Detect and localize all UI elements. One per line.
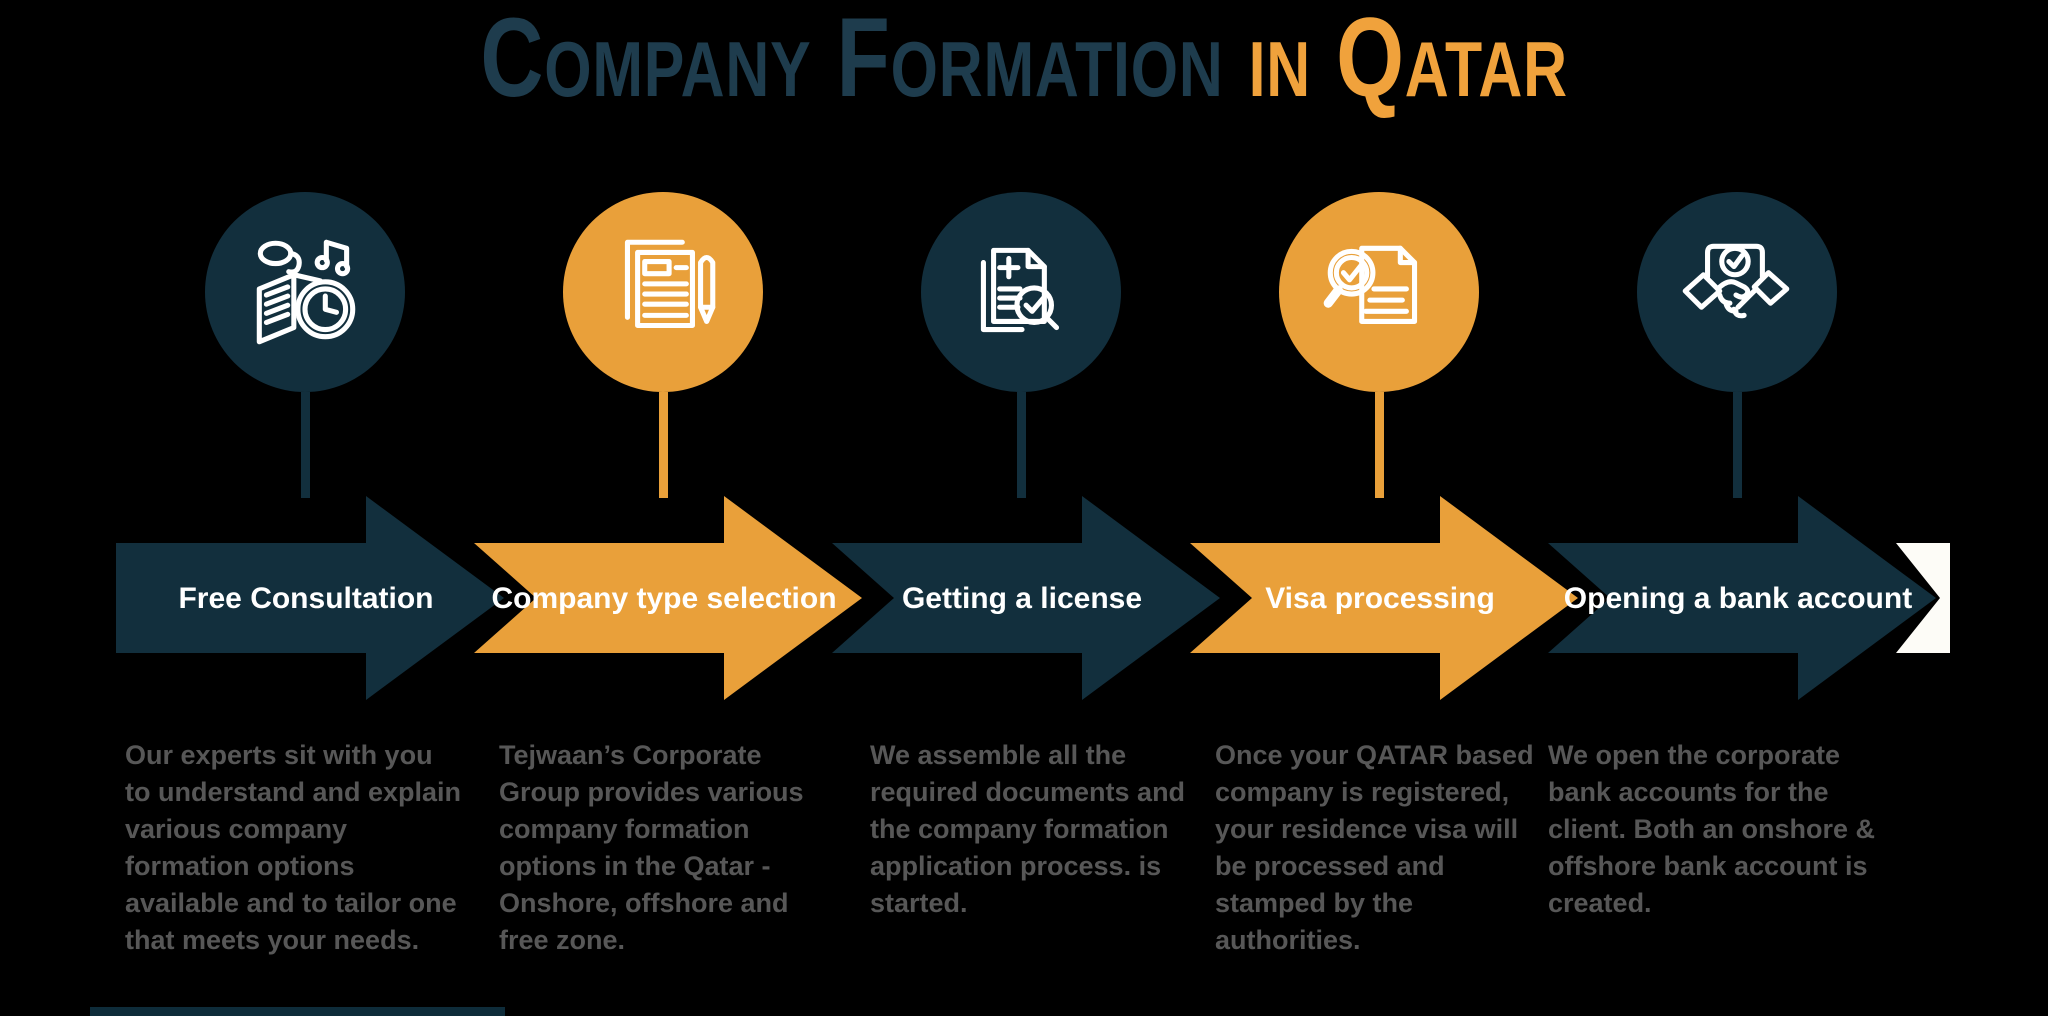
step-item-5: Opening a bank account We open the corpo… <box>1548 0 1936 1016</box>
step-item-4: Visa processing Once your QATAR based co… <box>1190 0 1578 1016</box>
step-arrow <box>116 496 504 700</box>
step-icon-circle <box>1279 192 1479 392</box>
step-icon-circle <box>563 192 763 392</box>
step-arrow-label: Opening a bank account <box>1563 581 1913 615</box>
page-title: Company Formation in Qatar <box>0 2 2048 114</box>
step-icon-circle <box>921 192 1121 392</box>
step-description: Our experts sit with you to understand a… <box>125 740 462 955</box>
document-pencil-icon <box>597 226 729 358</box>
connector-line <box>1375 392 1384 498</box>
title-main: Company Formation <box>480 0 1249 120</box>
step-item-2: Company type selection Tejwaan’s Corpora… <box>474 0 862 1016</box>
step-arrow <box>1190 496 1578 700</box>
step-arrow-label: Free Consultation <box>178 581 434 615</box>
step-icon-circle <box>1637 192 1837 392</box>
step-arrow-label: Visa processing <box>1265 581 1495 615</box>
step-arrow-label: Getting a license <box>901 581 1143 615</box>
bottom-edge-strip <box>90 1007 505 1016</box>
step-description: We assemble all the required documents a… <box>870 740 1186 918</box>
step-arrow <box>832 496 1220 700</box>
connector-line <box>301 392 310 498</box>
step-description: Tejwaan’s Corporate Group provides vario… <box>499 740 804 955</box>
step-icon-circle <box>205 192 405 392</box>
connector-line <box>1733 392 1742 498</box>
license-document-check-icon <box>955 226 1087 358</box>
consultation-book-clock-icon <box>239 226 371 358</box>
step-item-1: Free Consultation Our experts sit with y… <box>116 0 504 1016</box>
connector-line <box>1017 392 1026 498</box>
step-description: We open the corporate bank accounts for … <box>1548 740 1876 918</box>
handshake-agreement-icon <box>1671 226 1803 358</box>
step-arrow-label: Company type selection <box>491 581 837 615</box>
step-arrow <box>1548 496 1936 700</box>
step-description: Once your QATAR based company is registe… <box>1215 740 1534 955</box>
visa-magnifier-check-icon <box>1313 226 1445 358</box>
title-accent: in Qatar <box>1248 0 1568 120</box>
step-arrow <box>474 496 862 700</box>
step-item-3: Getting a license We assemble all the re… <box>832 0 1220 1016</box>
connector-line <box>659 392 668 498</box>
next-step-stub-arrow <box>1896 543 1950 653</box>
